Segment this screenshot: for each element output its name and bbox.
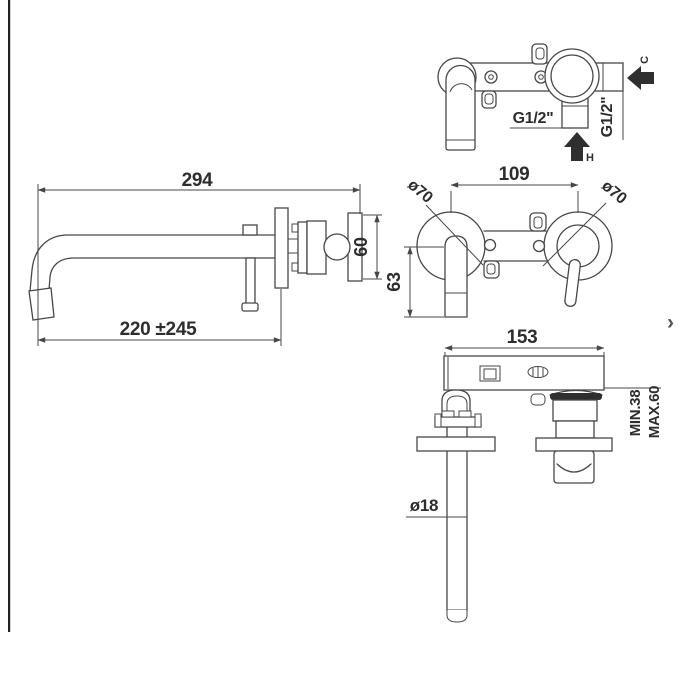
diameter-leader-left [425,204,484,266]
cold-thread-label: G1/2" [599,97,616,138]
hot-thread-label: G1/2" [513,110,554,127]
handle-lever-tip [241,302,259,312]
fixing-lug-left [483,238,497,252]
body-height-value: 60 [351,237,371,257]
valve-housing-inner [550,54,594,98]
cartridge-lower-body [555,420,595,439]
cold-arrow-letter: C [639,56,651,64]
top-fixing-slot [535,47,545,60]
handle-lever-front [564,258,581,308]
spout-escutcheon-edge [416,436,496,452]
rough-in-body-view: G1/2" G1/2" H C [437,43,654,164]
handle-lever-rod [245,257,256,306]
handle-collar [242,224,258,236]
total-length-value: 294 [182,170,214,191]
carousel-next-icon[interactable]: › [667,311,674,334]
cartridge-upper-body [552,399,598,422]
spout-side-view: 294 220 ±245 60 [28,170,382,346]
front-view: 109 63 ø70 ø70 [384,164,630,318]
valve-body [306,220,327,275]
mounting-body [443,355,605,391]
plaster-depth-min: MIN.38 [627,390,644,437]
cartridge-clip [530,393,546,406]
cartridge-seal [550,393,602,400]
spout-mounting-nut [434,416,482,428]
installed-side-view: 153 MIN.38 MAX.60 ø18 [406,327,663,623]
spout-flange-diameter: ø70 [404,176,436,206]
handle-escutcheon-edge [535,437,613,452]
fixing-lug-right [532,239,546,253]
outlet-drop-value: 63 [384,272,404,292]
spout-bend-tube [445,64,476,151]
handle-cap [553,450,595,484]
spout-aerator-tip [28,287,55,321]
handle-cap-curve [556,463,592,473]
cold-water-arrow-icon [627,66,654,90]
spout-front-tube [444,235,468,318]
spout-outer-edge [29,234,282,292]
cartridge-end [323,233,351,261]
centers-distance-value: 109 [499,164,530,185]
spout-inner-edge [48,257,282,291]
bracket-width-value: 153 [507,327,538,348]
spout-tube-end-cap [446,610,468,623]
wall-plate [274,207,289,289]
handle-flange-diameter: ø70 [598,177,630,207]
mounting-bracket [297,221,308,274]
page-border-line [8,0,11,632]
plaster-depth-max: MAX.60 [646,386,663,438]
projection-value: 220 ±245 [120,319,197,340]
hot-arrow-letter: H [586,152,594,164]
bottom-fixing-slot [484,93,494,105]
spout-elbow [441,389,471,415]
diameter-leader-right [542,202,607,267]
spout-diameter-value: ø18 [410,496,438,515]
hot-water-arrow-icon [564,132,590,161]
